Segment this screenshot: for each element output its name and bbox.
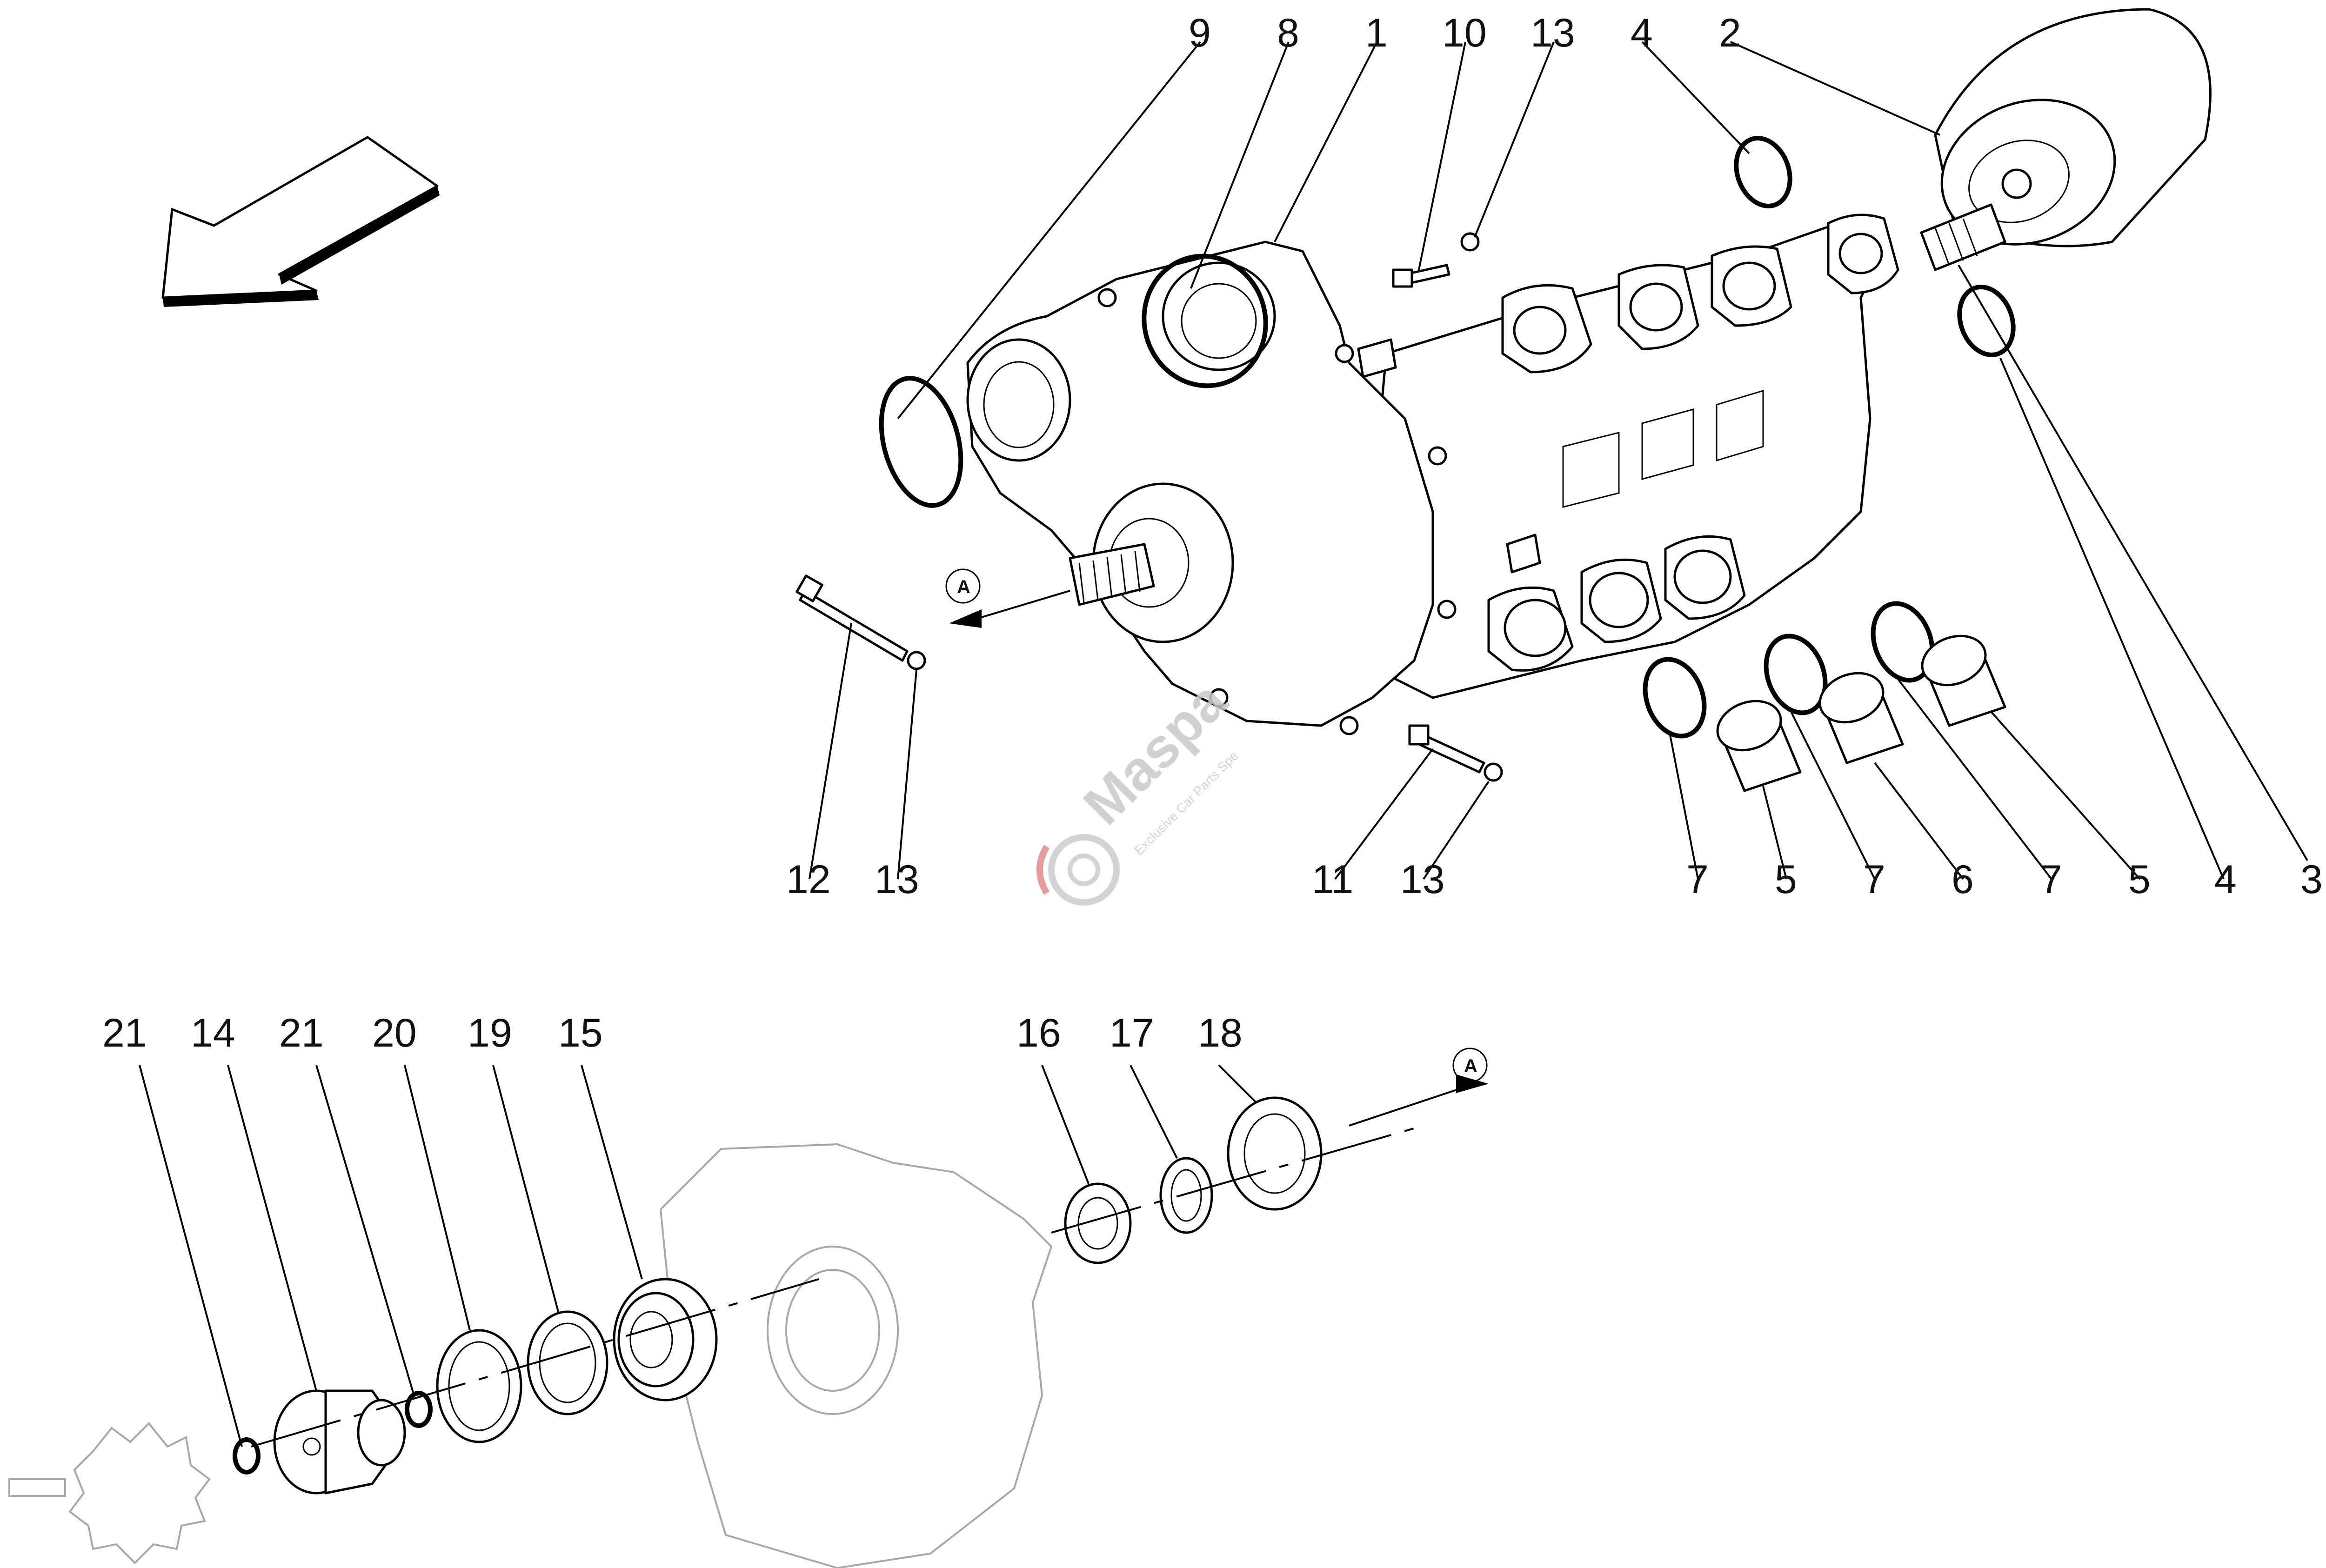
callout-21: 21: [102, 1011, 147, 1055]
washer-13-top: [1460, 232, 1480, 252]
pump-drive-14: [273, 1389, 406, 1495]
assembly-axis-lower: [251, 1125, 1424, 1448]
washer-16: [1064, 1182, 1132, 1264]
washer-13-left: [907, 651, 926, 670]
callout-7: 7: [1863, 857, 1885, 902]
ring-21-left: [233, 1437, 261, 1475]
callout-11: 11: [1312, 857, 1353, 902]
bearing-15: [613, 1278, 718, 1401]
oring-7c: [1871, 601, 1935, 683]
oring-7b: [1764, 634, 1828, 715]
pump-manifold-body: [1366, 217, 1881, 699]
callout-3: 3: [2300, 857, 2323, 902]
svg-text:A: A: [957, 577, 970, 597]
callout-20: 20: [372, 1011, 417, 1055]
watermark: Maspa Exclusive Car Parts Spe: [1036, 669, 1241, 906]
callout-17: 17: [1110, 1011, 1154, 1055]
washer-13-bottom: [1484, 762, 1503, 782]
oring-4-lower: [1957, 285, 2016, 357]
leader-lines: [139, 41, 2308, 1447]
reference-a-upper: A: [945, 568, 1070, 628]
callout-6: 6: [1952, 857, 1974, 902]
oil-filter: [1920, 8, 2212, 271]
ring-19: [527, 1310, 608, 1415]
callout-4: 4: [1631, 11, 1653, 55]
svg-text:A: A: [1464, 1056, 1477, 1076]
callout-5: 5: [2128, 857, 2151, 902]
direction-arrow-icon: [161, 136, 440, 307]
callout-8: 8: [1277, 11, 1299, 55]
oil-pump-assembly: [1357, 214, 1899, 699]
callout-19: 19: [468, 1011, 512, 1055]
reference-a-lower: A: [1349, 1048, 1489, 1127]
callout-4: 4: [2214, 857, 2237, 902]
oring-8: [1142, 254, 1268, 388]
callout-18: 18: [1198, 1011, 1243, 1055]
callout-13: 13: [1400, 857, 1445, 902]
bushing-5a: [1716, 700, 1802, 792]
pump-housing: [966, 240, 1457, 735]
callout-5: 5: [1775, 857, 1797, 902]
watermark-brand: Maspa: [1072, 669, 1239, 837]
callout-14: 14: [191, 1011, 235, 1055]
callout-16: 16: [1016, 1011, 1061, 1055]
seal-18: [1227, 1096, 1323, 1211]
callout-7: 7: [1686, 857, 1709, 902]
callout-labels: 9 8 1 10 13 4 2 12 13 11 13 7 5 7 6 7 5 …: [102, 11, 2323, 1055]
engine-case-ghost: [659, 1143, 1053, 1568]
oring-4-upper: [1734, 136, 1792, 208]
callout-21: 21: [279, 1011, 324, 1055]
bolt-10: [1392, 264, 1450, 288]
oring-9: [879, 376, 963, 508]
callout-15: 15: [558, 1011, 603, 1055]
callout-13: 13: [1531, 11, 1575, 55]
clip-17: [1159, 1157, 1213, 1234]
bushing-6: [1818, 672, 1904, 764]
bolt-11: [1408, 724, 1485, 774]
callout-13: 13: [875, 857, 919, 902]
bushing-5b: [1921, 634, 2006, 727]
callout-12: 12: [786, 857, 831, 902]
sprocket: [8, 1422, 211, 1564]
circlip-20: [436, 1329, 522, 1443]
callout-7: 7: [2040, 857, 2062, 902]
ring-21-right: [405, 1391, 433, 1428]
bolt-12: [795, 574, 909, 662]
callout-2: 2: [1719, 11, 1741, 55]
callout-10: 10: [1442, 11, 1487, 55]
callout-9: 9: [1189, 11, 1211, 55]
callout-1: 1: [1365, 11, 1388, 55]
oring-7a: [1643, 657, 1707, 739]
